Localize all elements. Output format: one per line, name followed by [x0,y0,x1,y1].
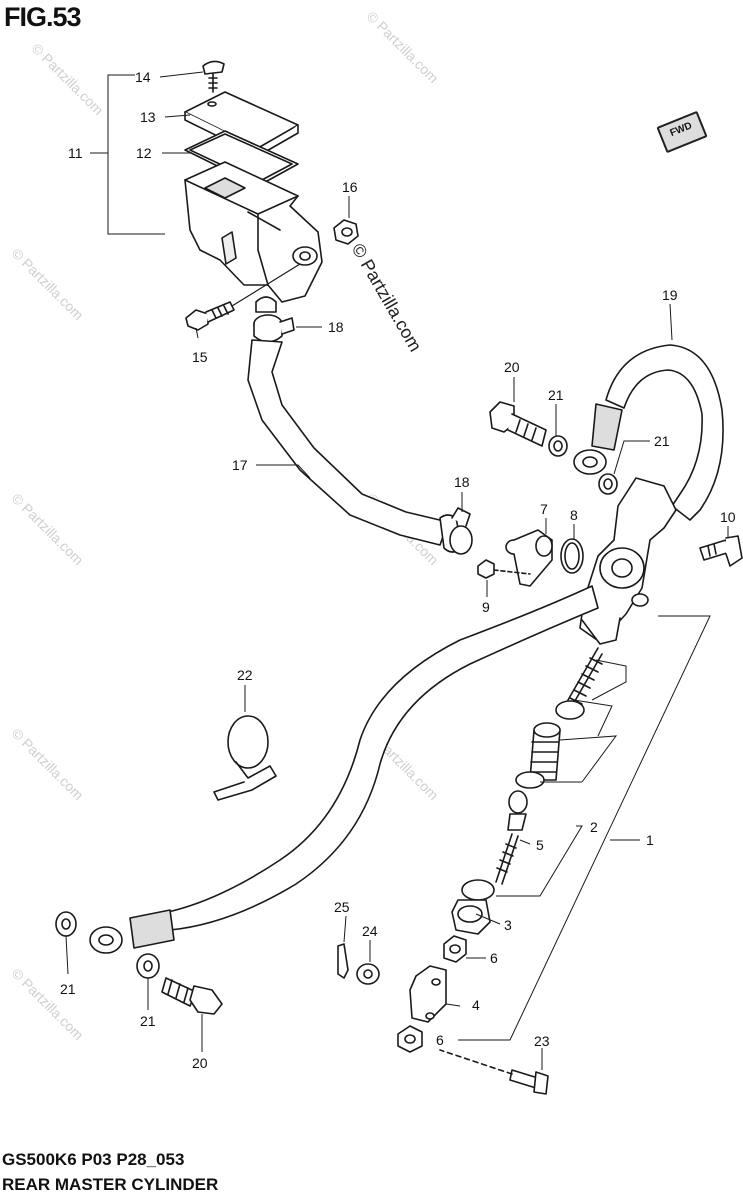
piston-assembly [515,722,561,789]
callout-13: 13 [140,109,156,125]
callout-6: 6 [436,1032,444,1048]
brake-hose-19 [573,344,724,521]
callout-21: 21 [60,981,76,997]
callout-14: 14 [135,69,151,85]
callout-20: 20 [192,1055,208,1071]
callout-10: 10 [720,509,736,525]
callout-25: 25 [334,899,350,915]
o-ring-8 [560,538,584,574]
callout-1: 1 [646,832,654,848]
callout-18: 18 [328,319,344,335]
callout-24: 24 [362,923,378,939]
callout-2: 2 [590,819,598,835]
reservoir-hose-17 [247,339,449,546]
callout-5: 5 [536,837,544,853]
nut-6-lower [397,1025,423,1053]
rear-brake-hose [89,585,599,954]
hose-clamp-18-upper [253,314,295,343]
callout-21: 21 [548,387,564,403]
callout-6: 6 [490,950,498,966]
washer-21-upper-a [548,435,568,457]
callout-16: 16 [342,179,358,195]
callout-7: 7 [540,501,548,517]
reservoir-body [184,161,323,303]
washer-21-lower-a [55,911,77,937]
reservoir-cap-screw [202,60,225,93]
bolt-10 [699,535,743,567]
callout-18: 18 [454,474,470,490]
screw-15 [185,263,301,331]
banjo-bolt-20-upper [489,401,547,447]
pin-23 [439,1049,549,1095]
diagram-code: GS500K6 P03 P28_053 [2,1150,185,1169]
callout-15: 15 [192,349,208,365]
nut-6-upper [443,935,467,963]
screw-9 [477,559,531,579]
union-7 [505,529,553,587]
callout-17: 17 [232,457,248,473]
figure-title: FIG.53 [4,2,82,32]
callout-19: 19 [662,287,678,303]
callout-12: 12 [136,145,152,161]
callout-4: 4 [472,997,480,1013]
callout-22: 22 [237,667,253,683]
washer-24 [356,963,380,985]
pushrod-5 [495,790,528,885]
callout-23: 23 [534,1033,550,1049]
primary-cup [555,700,585,720]
callout-21: 21 [654,433,670,449]
hose-clamp-18-lower [439,507,473,555]
reservoir-outlet [255,296,277,313]
callout-21: 21 [140,1013,156,1029]
boot-3 [451,879,495,935]
washer-21-lower-b [136,953,160,979]
callout-8: 8 [570,507,578,523]
cotter-pin-25 [337,943,349,979]
piston-spring [567,647,603,707]
master-cylinder-body [579,477,677,645]
washer-21-upper-b [598,473,618,495]
nut-16 [333,219,359,245]
diagram-title: REAR MASTER CYLINDER [2,1175,219,1194]
callout-20: 20 [504,359,520,375]
clevis-4 [409,965,447,1023]
callout-11: 11 [68,145,83,161]
hose-clip-22 [213,715,277,801]
callout-9: 9 [482,599,490,615]
callout-3: 3 [504,917,512,933]
banjo-bolt-20-lower [161,977,223,1015]
